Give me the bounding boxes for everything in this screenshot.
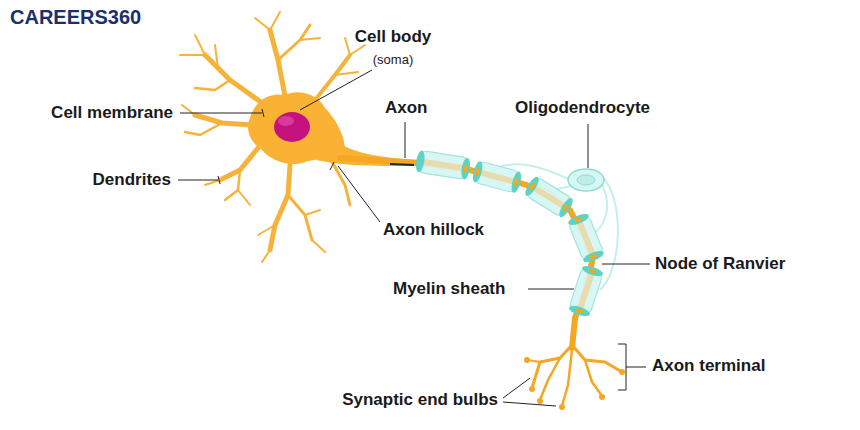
part-label: Cell body xyxy=(355,27,432,46)
oligodendrocyte-nucleus xyxy=(577,175,595,185)
axon-terminal-branches xyxy=(528,345,622,406)
label-holder: Axon xyxy=(385,98,428,118)
part-label: Axon terminal xyxy=(652,356,765,375)
label-holder: Axon hillock xyxy=(383,220,484,240)
label-holder: CAREERS360 xyxy=(10,6,141,29)
part-sublabel: (soma) xyxy=(373,52,413,67)
logo-text: CAREERS360 xyxy=(10,6,141,28)
oligodendrocyte xyxy=(568,169,604,191)
part-label: Myelin sheath xyxy=(393,279,505,298)
part-label: Axon hillock xyxy=(383,220,484,239)
nucleus xyxy=(274,112,310,142)
label-holder: Cell membrane xyxy=(51,103,173,123)
label-holder: Oligodendrocyte xyxy=(515,98,650,118)
oligodendrocyte-processes xyxy=(497,164,618,290)
label-holder: Axon terminal xyxy=(652,356,765,376)
part-label: Synaptic end bulbs xyxy=(342,390,498,409)
nucleus-highlight xyxy=(278,116,294,126)
label-holder: Myelin sheath xyxy=(393,279,505,299)
part-label: Axon xyxy=(385,98,428,117)
label-holder: Cell body xyxy=(355,27,432,47)
part-label: Oligodendrocyte xyxy=(515,98,650,117)
label-holder: Synaptic end bulbs xyxy=(342,390,498,410)
label-holder: Node of Ranvier xyxy=(655,254,785,274)
dendrites xyxy=(180,12,365,262)
label-holder: (soma) xyxy=(373,50,413,68)
synaptic-end-bulbs xyxy=(524,357,625,410)
part-label: Cell membrane xyxy=(51,103,173,122)
part-label: Node of Ranvier xyxy=(655,254,785,273)
axon xyxy=(340,158,592,348)
label-holder: Dendrites xyxy=(93,170,171,190)
part-label: Dendrites xyxy=(93,170,171,189)
leader-lines xyxy=(178,70,650,406)
